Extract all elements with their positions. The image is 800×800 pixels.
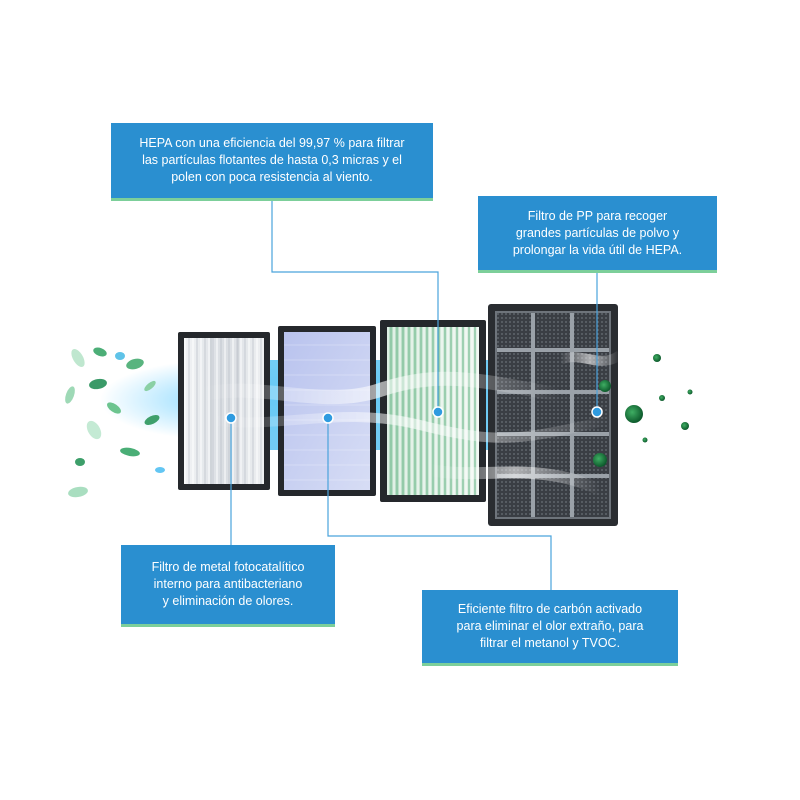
leaf-icon (93, 347, 107, 357)
leaf-icon (75, 458, 85, 466)
callout-carbon-filter: Eficiente filtro de carbón activado para… (422, 590, 678, 663)
leaf-icon (144, 380, 156, 392)
leaf-icon (155, 467, 165, 473)
callout-metal-filter: Filtro de metal fotocatalítico interno p… (121, 545, 335, 624)
leaf-icon (65, 386, 75, 404)
dust-particle-icon (593, 453, 607, 467)
callout-marker-icon (225, 412, 237, 424)
callout-hepa-text: HEPA con una eficiencia del 99,97 % para… (139, 136, 405, 184)
leaf-icon (120, 447, 140, 457)
leaf-icon (68, 486, 88, 498)
leaf-icon (144, 415, 160, 425)
leaf-icon (107, 402, 121, 414)
filter-metal-photocatalytic (178, 332, 270, 490)
leaf-icon (71, 348, 85, 368)
callout-marker-icon (322, 412, 334, 424)
leaf-icon (86, 420, 102, 440)
filter-activated-carbon (278, 326, 376, 496)
leaf-icon (89, 378, 107, 390)
callout-marker-icon (591, 406, 603, 418)
callout-markers (225, 406, 603, 424)
connector-carbon (327, 418, 552, 590)
dust-particle-icon (599, 380, 611, 392)
leaf-icon (126, 358, 144, 370)
callout-hepa: HEPA con una eficiencia del 99,97 % para… (111, 123, 433, 198)
dust-particle-icon (687, 389, 693, 395)
connector-hepa (271, 198, 439, 412)
leaf-icon (115, 352, 125, 360)
dust-particle-icon (659, 395, 665, 401)
connector-lines (230, 198, 598, 590)
dust-particle-icon (625, 405, 643, 423)
callout-pp-text: Filtro de PP para recoger grandes partíc… (512, 208, 683, 257)
callout-marker-icon (432, 406, 444, 418)
dust-particle-icon (653, 354, 661, 362)
dust-particle-icon (642, 437, 648, 443)
leaves-left (65, 347, 165, 498)
dust-particle-icon (681, 422, 689, 430)
callout-pp-filter: Filtro de PP para recoger grandes partíc… (478, 196, 717, 270)
air-wisps (198, 350, 623, 496)
callout-metal-text: Filtro de metal fotocatalítico interno p… (151, 560, 305, 608)
callout-carbon-text: Eficiente filtro de carbón activado para… (456, 602, 644, 650)
dust-particles-right (593, 354, 693, 467)
